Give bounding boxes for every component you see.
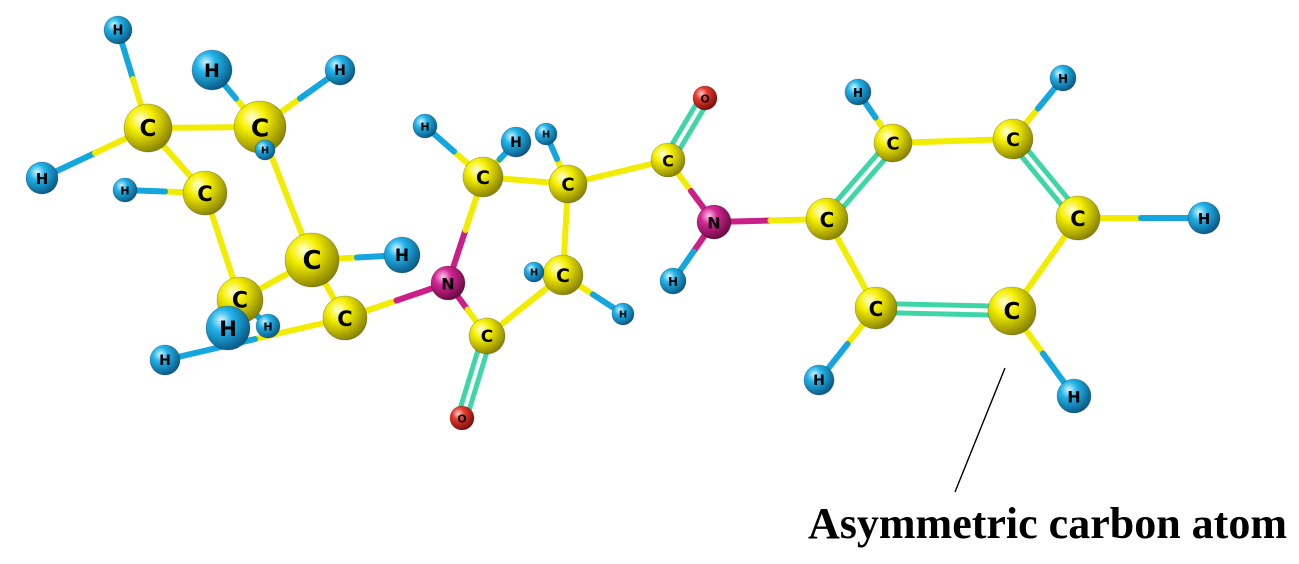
atom-label: H (204, 60, 220, 82)
atom-c-c12: C (805, 197, 849, 241)
atom-label: H (395, 246, 409, 266)
atom-c-c17: C (987, 286, 1037, 336)
atom-label: H (1067, 388, 1080, 407)
atom-label: H (853, 86, 863, 100)
atom-label: H (1198, 210, 1211, 228)
atom-h-h2: H (25, 161, 59, 195)
atom-n-n1: N (430, 265, 466, 301)
atom-c-c2: C (233, 100, 287, 154)
atom-label: H (510, 135, 522, 151)
atom-o-o2: O (692, 85, 718, 111)
atom-label: O (700, 93, 709, 106)
atom-label: C (1070, 207, 1085, 231)
atom-h-h8: H (205, 305, 251, 351)
atom-label: H (120, 185, 129, 198)
atom-c-c14: C (992, 118, 1034, 160)
atom-h-h11: H (412, 113, 438, 139)
atom-label: N (441, 275, 454, 294)
atom-label: H (1058, 72, 1068, 86)
atom-label: H (530, 268, 538, 279)
atom-h-h10: H (149, 344, 181, 376)
atom-label: H (813, 373, 825, 389)
atom-c-c3: C (182, 170, 228, 216)
atom-label: C (1006, 129, 1020, 151)
caption-pointer-line (954, 367, 1006, 493)
atom-label: C (869, 297, 884, 321)
atom-label: C (232, 289, 248, 314)
atom-h-h18: H (1049, 64, 1077, 92)
atom-h-h6: H (383, 236, 421, 274)
atom-label: C (662, 152, 674, 171)
atom-h-h3: H (112, 177, 138, 203)
atom-h-h14: H (523, 261, 545, 283)
atom-h-h9: H (255, 313, 281, 339)
atom-h-h12: H (500, 126, 532, 158)
atom-c-c7: C (462, 156, 504, 198)
atom-label: C (820, 208, 835, 232)
atom-label: H (36, 170, 49, 188)
atom-label: H (420, 121, 429, 134)
atom-label: C (1004, 299, 1021, 325)
atom-label: C (561, 175, 574, 196)
atom-h-h15: H (611, 302, 635, 326)
atom-h-h16: H (659, 267, 687, 295)
atom-h-h1: H (103, 15, 133, 45)
caption-asymmetric-carbon: Asymmetric carbon atom (808, 499, 1287, 548)
atom-c-c9: C (542, 254, 584, 296)
atom-h-h4: H (191, 49, 233, 91)
atom-label: C (197, 182, 212, 206)
bond-c6-h10 (162, 315, 348, 363)
atom-h-h7: H (254, 139, 276, 161)
atom-label: H (542, 130, 550, 141)
atom-label: N (707, 214, 720, 233)
atom-h-h5: H (324, 54, 356, 86)
atom-label: C (337, 307, 352, 331)
atom-c-c11: C (650, 142, 686, 178)
atom-label: C (302, 246, 321, 276)
atom-c-c4: C (284, 232, 340, 288)
atom-h-h17: H (844, 78, 872, 106)
atom-label: H (334, 63, 346, 79)
atom-label: H (263, 321, 272, 334)
atom-label: H (113, 24, 124, 39)
atom-label: H (619, 310, 627, 321)
atom-h-h20: H (803, 364, 835, 396)
atom-label: C (481, 327, 493, 347)
atom-label: H (219, 317, 237, 341)
atom-c-c15: C (1055, 195, 1101, 241)
atom-c-c16: C (854, 286, 898, 330)
atom-label: C (556, 265, 570, 287)
atom-c-c8: C (548, 164, 588, 204)
atom-label: C (251, 114, 269, 143)
atom-h-h13: H (534, 122, 558, 146)
atom-label: H (261, 146, 269, 157)
atom-label: C (476, 167, 490, 189)
atom-n-n2: N (696, 204, 732, 240)
atom-h-h19: H (1187, 201, 1221, 235)
atom-label: C (886, 134, 899, 155)
atom-c-c1: C (123, 103, 173, 153)
atom-label: H (159, 353, 171, 369)
atom-c-c13: C (873, 123, 913, 163)
atom-o-o1: O (449, 405, 475, 431)
atom-label: O (457, 413, 466, 426)
atom-label: H (668, 275, 678, 289)
atom-c-c6: C (322, 295, 368, 341)
atom-h-h21: H (1056, 378, 1092, 414)
atom-c-c10: C (468, 317, 506, 355)
atom-label: C (140, 116, 157, 142)
